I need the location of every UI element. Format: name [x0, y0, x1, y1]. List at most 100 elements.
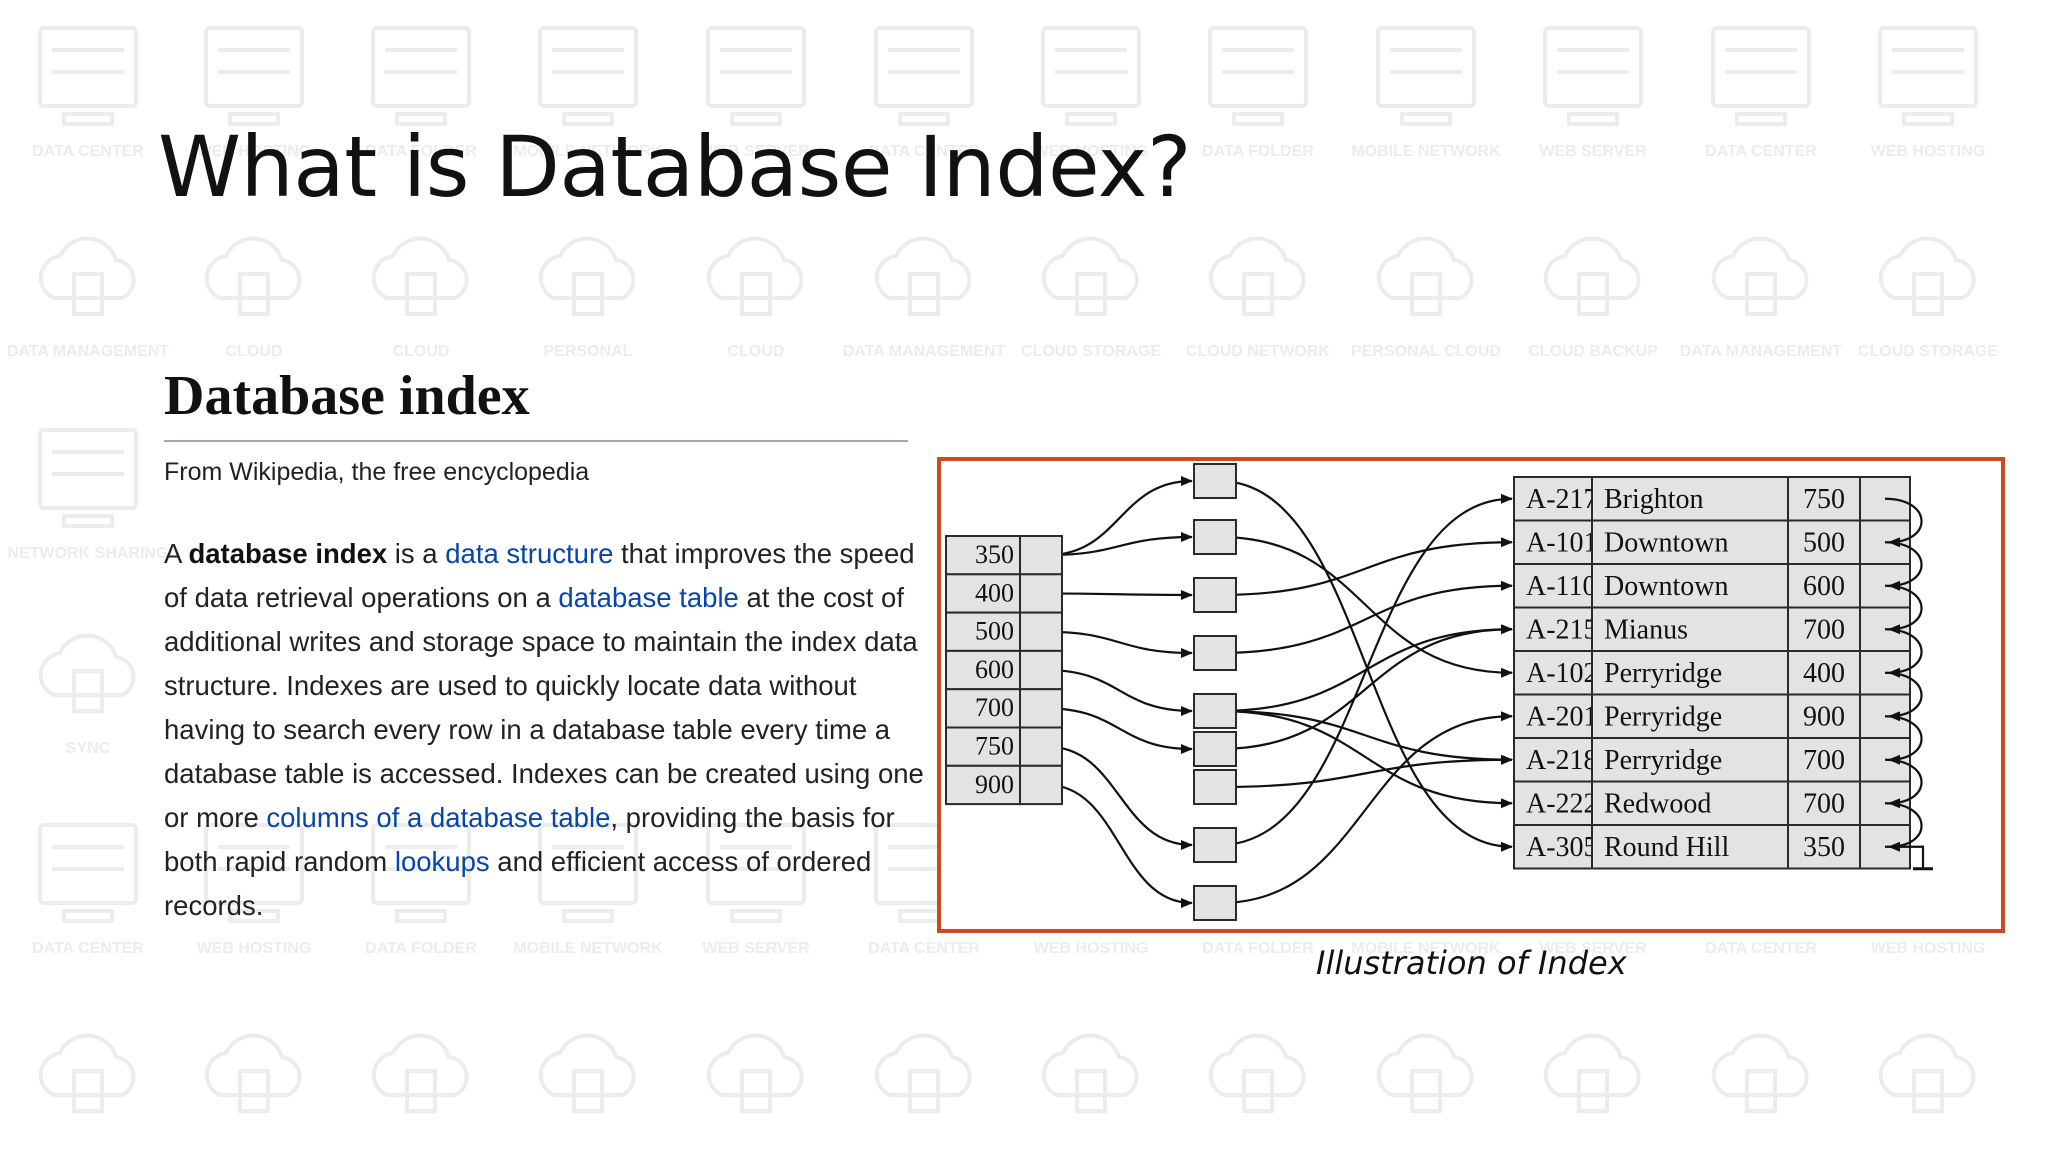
svg-text:WEB HOSTING: WEB HOSTING: [197, 143, 312, 160]
chain-pointer: [1884, 671, 1923, 722]
branch-name: Mianus: [1604, 615, 1688, 646]
wiki-article-heading: Database index: [164, 365, 530, 427]
bold-term: database index: [188, 538, 388, 569]
svg-text:WEB SERVER: WEB SERVER: [1539, 143, 1647, 160]
balance: 500: [1803, 528, 1845, 559]
branch-name: Perryridge: [1604, 658, 1722, 689]
svg-text:CLOUD NETWORK: CLOUD NETWORK: [1186, 343, 1330, 360]
svg-text:DATA MANAGEMENT: DATA MANAGEMENT: [1680, 343, 1843, 360]
svg-text:MOBILE NETWORK: MOBILE NETWORK: [513, 940, 663, 957]
bucket-cell: [1193, 731, 1237, 767]
svg-text:WEB HOSTING: WEB HOSTING: [1034, 143, 1149, 160]
bucket-pointer: [1218, 624, 1513, 751]
bucket-pointer: [1218, 711, 1513, 905]
link-columns-of-database-table[interactable]: columns of a database table: [266, 802, 611, 833]
index-key: 700: [975, 693, 1014, 722]
bucket-pointer: [1218, 479, 1513, 852]
bg-icon-tile: WEB SERVER: [702, 823, 810, 957]
account-id: A-110: [1526, 571, 1597, 602]
index-pointer: [1046, 745, 1193, 850]
balance: 750: [1803, 484, 1845, 515]
svg-text:MOBILE NETWORK: MOBILE NETWORK: [1351, 940, 1501, 957]
bucket-cell: [1193, 635, 1237, 671]
bg-icon-tile: PERSONAL: [538, 236, 636, 360]
svg-text:PERSONAL CLOUD: PERSONAL CLOUD: [1351, 343, 1501, 360]
bg-icon-tile: DATA CENTER: [1705, 26, 1817, 160]
branch-name: Perryridge: [1604, 745, 1722, 776]
svg-text:MOBILE NETWORK: MOBILE NETWORK: [513, 143, 663, 160]
bg-icon-tile: WEB HOSTING: [1871, 26, 1986, 160]
bg-icon-tile: CLOUD: [706, 236, 804, 360]
balance: 700: [1803, 745, 1845, 776]
index-key: 400: [975, 578, 1014, 607]
index-pointer: [1046, 707, 1193, 754]
bucket-cell: [1193, 769, 1237, 805]
bg-icon-tile: [874, 1033, 972, 1113]
bg-icon-tile: DATA MANAGEMENT: [843, 236, 1005, 360]
bg-icon-tile: WEB HOSTING: [1034, 26, 1149, 160]
svg-text:PERSONAL: PERSONAL: [544, 343, 633, 360]
svg-text:CLOUD: CLOUD: [393, 343, 450, 360]
bucket-pointer: [1218, 709, 1513, 809]
svg-text:DATA CENTER: DATA CENTER: [1705, 940, 1817, 957]
slide-title: What is Database Index?: [158, 118, 1192, 216]
index-key: 750: [975, 732, 1014, 761]
svg-text:WEB SERVER: WEB SERVER: [702, 143, 810, 160]
index-pointer: [1046, 532, 1193, 557]
index-key: 900: [975, 770, 1014, 799]
link-data-structure[interactable]: data structure: [445, 538, 614, 569]
index-entry: 700: [945, 688, 1063, 729]
svg-text:DATA CENTER: DATA CENTER: [868, 143, 980, 160]
index-entry: 350: [945, 535, 1063, 576]
bg-icon-tile: PERSONAL CLOUD: [1351, 236, 1501, 360]
balance: 700: [1803, 789, 1845, 820]
index-entry: 750: [945, 726, 1063, 767]
svg-text:WEB HOSTING: WEB HOSTING: [1871, 940, 1986, 957]
bg-icon-tile: MOBILE NETWORK: [1351, 26, 1501, 160]
bg-icon-tile: CLOUD STORAGE: [1021, 236, 1161, 360]
chain-pointer: [1884, 758, 1923, 809]
svg-text:DATA FOLDER: DATA FOLDER: [1202, 940, 1314, 957]
svg-text:CLOUD STORAGE: CLOUD STORAGE: [1858, 343, 1998, 360]
svg-text:DATA CENTER: DATA CENTER: [868, 940, 980, 957]
bg-icon-tile: NETWORK SHARING: [8, 428, 168, 562]
bucket-cell: [1193, 577, 1237, 613]
bg-icon-tile: CLOUD BACKUP: [1528, 236, 1658, 360]
bucket-pointer: [1218, 535, 1513, 678]
bg-icon-tile: DATA FOLDER: [365, 26, 477, 160]
index-key: 600: [975, 655, 1014, 684]
pointer-curves: [1046, 476, 1513, 908]
wiki-subtitle: From Wikipedia, the free encyclopedia: [164, 458, 590, 486]
bg-icon-tile: CLOUD: [204, 236, 302, 360]
bucket-pointer: [1218, 580, 1513, 655]
svg-text:WEB HOSTING: WEB HOSTING: [1871, 143, 1986, 160]
link-lookups[interactable]: lookups: [394, 846, 490, 877]
bg-icon-tile: CLOUD STORAGE: [1858, 236, 1998, 360]
bg-icon-tile: [1208, 1033, 1306, 1113]
index-entry: 400: [945, 573, 1063, 614]
bucket-column: [1193, 463, 1237, 921]
balance: 700: [1803, 615, 1845, 646]
bg-icon-tile: [38, 1033, 136, 1113]
branch-name: Downtown: [1604, 571, 1728, 602]
link-database-table[interactable]: database table: [558, 582, 739, 613]
balance: 900: [1803, 702, 1845, 733]
svg-text:DATA FOLDER: DATA FOLDER: [365, 940, 477, 957]
bg-icon-tile: CLOUD NETWORK: [1186, 236, 1330, 360]
index-key: 500: [975, 617, 1014, 646]
null-pointer: [1885, 845, 1925, 869]
chain-arrows: [1884, 497, 1933, 871]
bg-icon-tile: [1041, 1033, 1139, 1113]
svg-text:WEB HOSTING: WEB HOSTING: [197, 940, 312, 957]
account-id: A-102: [1526, 658, 1598, 689]
index-pointer: [1046, 589, 1193, 600]
